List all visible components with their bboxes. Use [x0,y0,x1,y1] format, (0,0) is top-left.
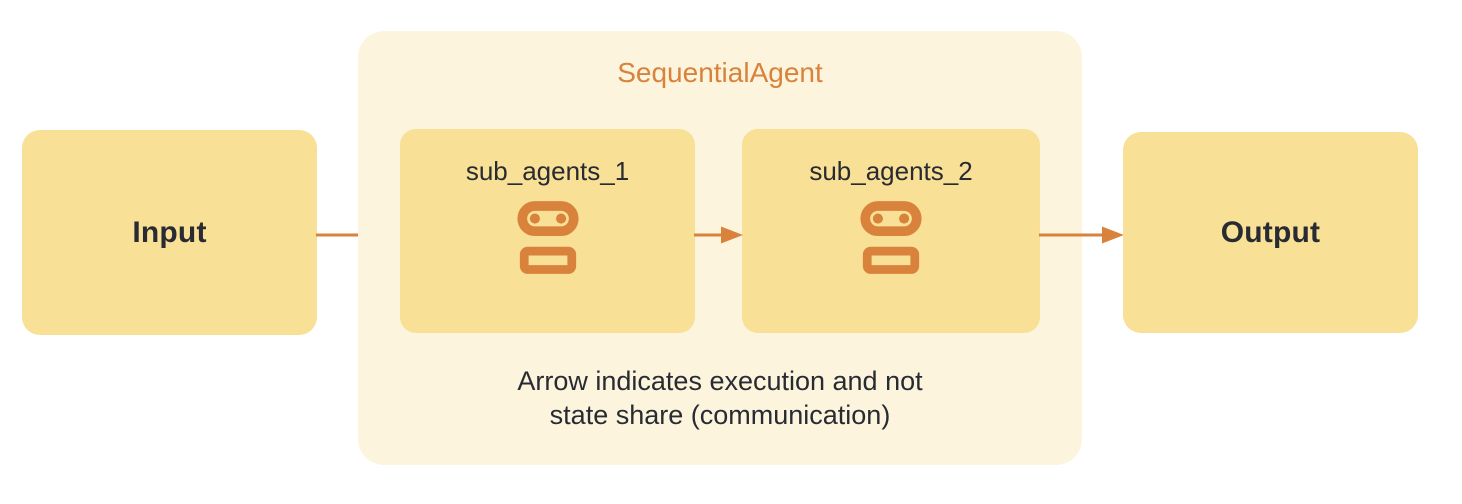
sub-agent-2-label: sub_agents_2 [809,156,973,186]
robot-icon [860,201,922,274]
output-label: Output [1220,215,1321,249]
sequential-agent-title: SequentialAgent [617,57,823,88]
annotation-line-2: state share (communication) [549,400,891,430]
sub-agent-node-1: sub_agents_1 [400,129,695,333]
sequential-agent-group: SequentialAgent sub_agents_1 sub_agents_… [358,31,1082,465]
arrow-sub2-to-output-icon [1039,226,1124,244]
sub-agent-1-label: sub_agents_1 [465,156,630,186]
output-node: Output [1123,132,1418,333]
annotation-note: Arrow indicates execution and not state … [358,364,1082,432]
input-label: Input [132,215,207,249]
arrow-sub1-to-sub2-icon [694,226,743,244]
robot-icon [516,201,579,274]
sub-agent-node-2: sub_agents_2 [742,129,1040,333]
input-node: Input [22,130,317,335]
annotation-line-1: Arrow indicates execution and not [517,366,923,396]
